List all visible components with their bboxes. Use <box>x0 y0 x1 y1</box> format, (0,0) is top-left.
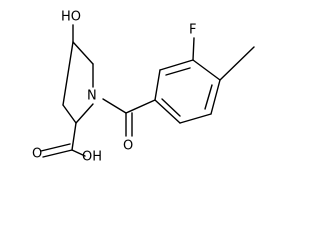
chemical-structure-diagram: HO F N O O OH <box>32 10 255 165</box>
bond-c2-c3 <box>62 104 77 124</box>
bond-carbonyl-aryl <box>125 99 156 114</box>
bond-carboxyl-oh <box>71 149 86 157</box>
bond-c3-c4 <box>62 41 74 106</box>
bond-n1-c2 <box>75 103 94 124</box>
carbonyl-oxygen-label: O <box>123 139 133 154</box>
aryl-bond-3 <box>192 59 221 81</box>
bond-c2-carboxyl <box>71 122 77 151</box>
hydroxyl-label: HO <box>61 10 81 25</box>
aryl-bond-6 <box>154 99 181 124</box>
aryl-inner-double-2 <box>204 84 213 110</box>
bond-n1-carbonyl <box>102 98 127 114</box>
aryl-bond-4 <box>210 79 221 115</box>
bond-aryl-fluorine <box>192 37 195 61</box>
fluorine-label: F <box>189 23 196 38</box>
aryl-bond-5 <box>179 113 212 124</box>
aryl-inner-double-3 <box>161 98 181 117</box>
carboxyl-oxygen-label: O <box>32 147 42 162</box>
carboxyl-double-bond-a <box>42 149 73 158</box>
nitrogen-label: N <box>87 89 97 104</box>
bond-aryl-methyl <box>219 46 255 81</box>
carboxyl-double-bond-b <box>40 143 71 152</box>
carboxyl-hydroxyl-label: OH <box>82 150 102 165</box>
aryl-bond-2 <box>159 59 194 71</box>
bond-c4-c5 <box>72 41 94 65</box>
aryl-inner-double-1 <box>165 67 191 76</box>
aryl-bond-1 <box>154 69 161 101</box>
